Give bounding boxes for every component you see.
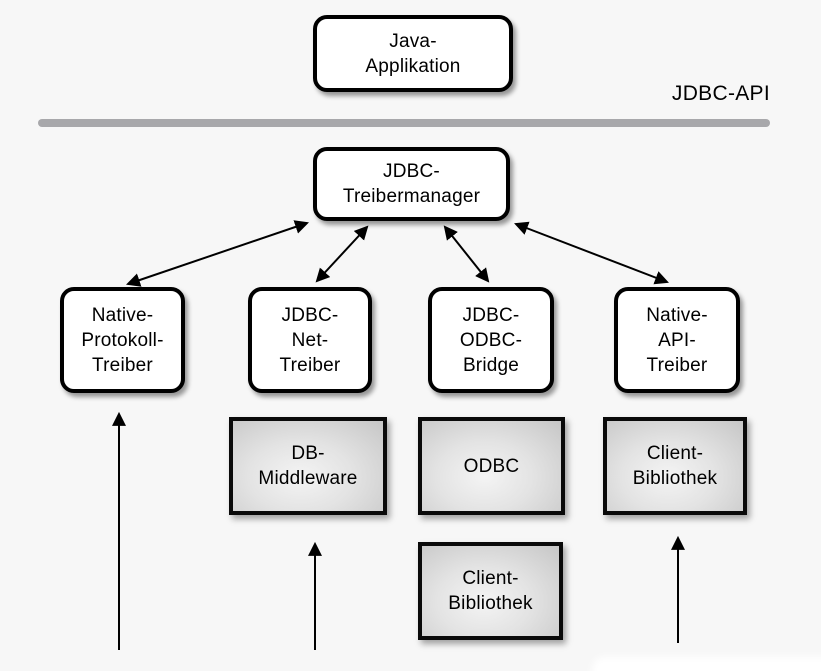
node-label-line: Bridge: [462, 354, 520, 376]
node-label-line: JDBC-: [462, 304, 520, 326]
node-jdbc-odbc-bridge: JDBC- ODBC- Bridge: [428, 287, 554, 393]
node-label-line: Client-: [462, 568, 519, 589]
node-client-bibliothek-odbc: Client- Bibliothek: [418, 542, 563, 640]
node-label-line: Protokoll-: [81, 329, 164, 351]
arrow-treibermanager-jdbc-odbc: [443, 225, 490, 283]
node-client-bibliothek-native-api: Client- Bibliothek: [603, 417, 747, 515]
node-label-line: Middleware: [258, 468, 358, 489]
node-label-line: Treiber: [279, 354, 341, 376]
node-jdbc-treibermanager: JDBC- Treibermanager: [313, 147, 510, 221]
node-label-line: ODBC: [463, 455, 520, 477]
node-label-line: Bibliothek: [632, 468, 718, 489]
node-label-line: Treibermanager: [342, 186, 481, 207]
arrow-treibermanager-native-protokoll: [126, 220, 309, 287]
node-db-middleware: DB- Middleware: [229, 417, 387, 515]
node-label-line: API-: [658, 329, 696, 351]
jdbc-api-separator-line: [38, 119, 770, 127]
node-label-line: Treiber: [646, 354, 708, 376]
node-label-line: Applikation: [365, 55, 461, 77]
node-odbc: ODBC: [418, 417, 565, 515]
node-label-line: JDBC-: [281, 304, 339, 326]
node-label-line: Bibliothek: [448, 593, 533, 614]
node-label-line: Native-: [646, 304, 708, 326]
node-jdbc-net-treiber: JDBC- Net- Treiber: [248, 287, 372, 393]
node-label-line: DB-: [291, 443, 325, 464]
bottom-right-highlight: [592, 657, 821, 671]
node-label-line: Java-: [389, 30, 437, 52]
node-label-line: Client-: [646, 443, 704, 464]
node-native-api-treiber: Native- API- Treiber: [614, 287, 740, 393]
node-native-protokoll-treiber: Native- Protokoll- Treiber: [60, 287, 185, 393]
node-label-line: ODBC-: [459, 329, 523, 351]
jdbc-api-label: JDBC-API: [671, 82, 770, 105]
node-label-line: Native-: [91, 304, 154, 326]
node-label-line: Net-: [291, 329, 329, 351]
node-java-applikation: Java- Applikation: [313, 15, 513, 92]
arrow-treibermanager-native-api: [514, 221, 669, 285]
node-label-line: JDBC-: [383, 161, 440, 182]
node-label-line: Treiber: [92, 354, 153, 376]
arrow-treibermanager-jdbc-net: [315, 225, 369, 283]
